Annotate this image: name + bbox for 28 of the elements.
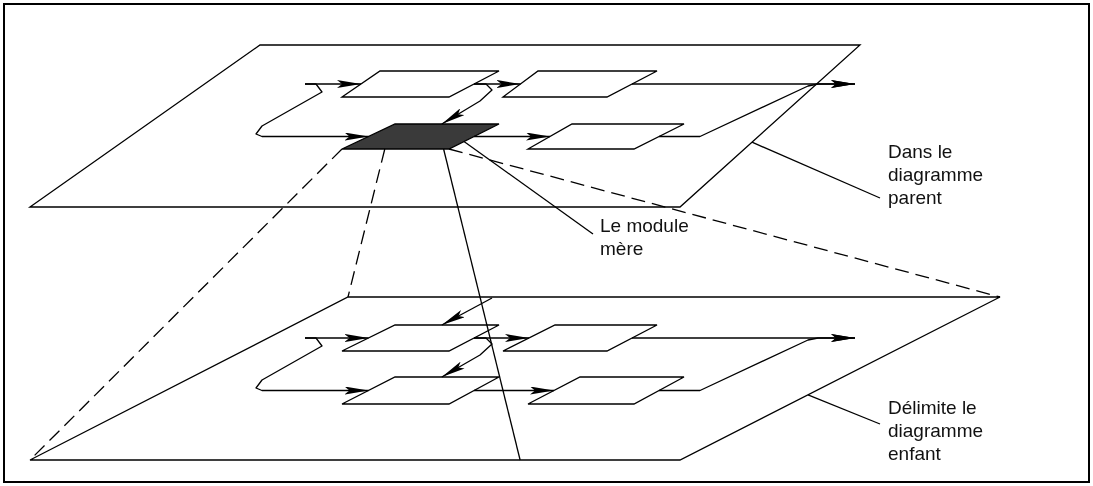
diagram-plane [27,44,862,208]
process-block [501,70,658,98]
leader-line [807,394,881,425]
process-block [339,70,500,98]
flow-arrow [658,334,856,392]
process-block [527,376,685,405]
projection-line [347,148,386,298]
flow-arrow [255,337,370,395]
process-block [341,324,500,352]
projection-line [442,148,521,461]
flow-arrow [473,386,555,395]
flow-arrow [255,83,370,141]
flow-arrow [441,297,493,326]
plane-label: Délimite le diagramme enfant [888,396,1008,465]
leader-line [463,140,594,235]
projection-line [448,148,1001,298]
process-block [341,376,500,405]
process-block [525,123,685,150]
module-label: Le module mère [600,214,700,260]
flow-arrow [658,80,856,138]
module-block [341,123,500,150]
flow-arrow [441,337,493,378]
flow-arrow [441,83,493,125]
leader-line [751,141,881,199]
process-block [502,324,658,352]
flow-arrow [473,132,551,141]
diagram-plane [29,296,1001,461]
plane-label: Dans le diagramme parent [888,140,1008,209]
